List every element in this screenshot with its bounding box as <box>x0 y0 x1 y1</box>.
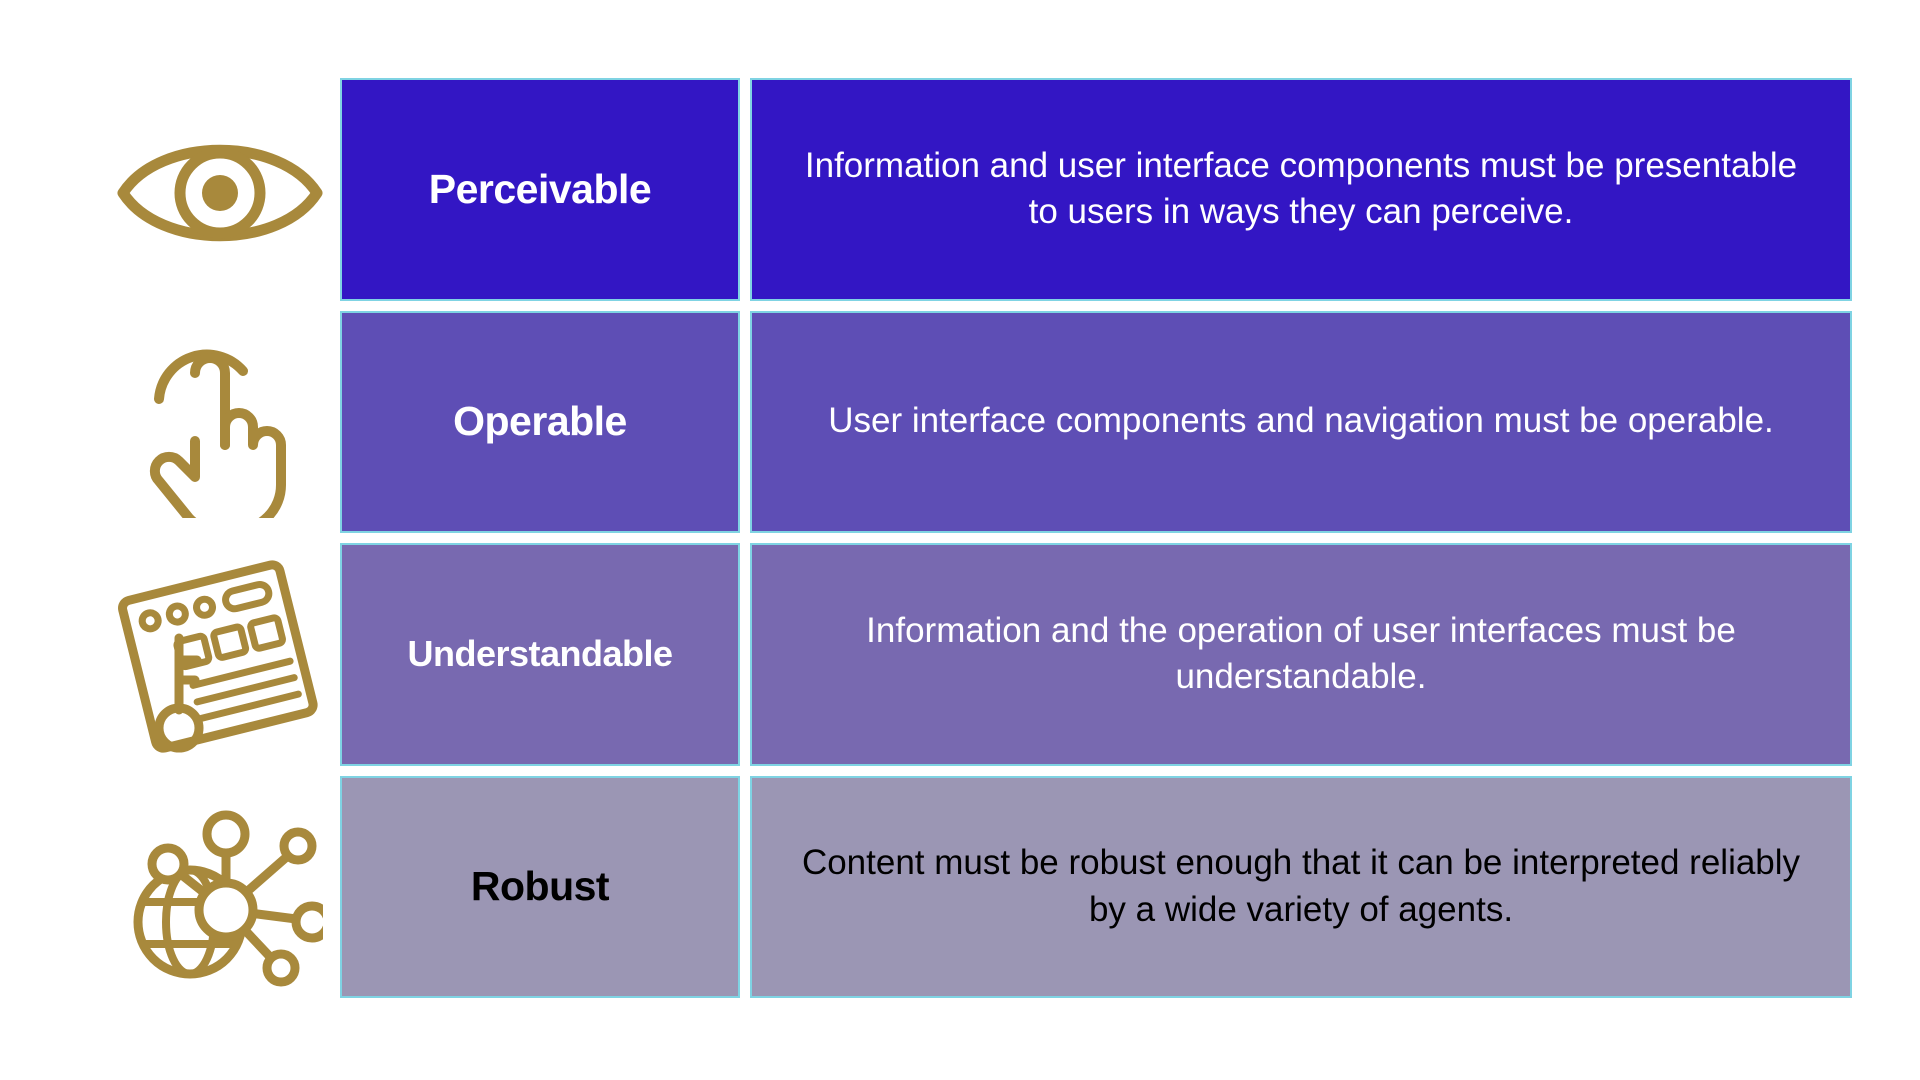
principle-label-2: Operable <box>453 398 627 445</box>
principles-table: Perceivable Information and user interfa… <box>340 78 1852 998</box>
principle-label-cell-4: Robust <box>340 775 740 998</box>
principle-label-4: Robust <box>470 863 610 910</box>
principle-label-cell-2: Operable <box>340 310 740 533</box>
principle-label-1: Perceivable <box>428 165 652 212</box>
principle-description-cell-1: Information and user interface component… <box>750 78 1852 301</box>
table-row-robust: Robust Content must be robust enough tha… <box>340 775 1852 998</box>
table-row-operable: Operable User interface components and n… <box>340 310 1852 533</box>
eye-icon-slot <box>95 78 345 308</box>
principle-description-cell-2: User interface components and navigation… <box>750 310 1852 533</box>
principle-description-2: User interface components and navigation… <box>828 401 1774 441</box>
principle-description-4: Content must be robust enough that it ca… <box>801 843 1801 929</box>
table-row-perceivable: Perceivable Information and user interfa… <box>340 78 1852 301</box>
icon-column <box>95 78 345 998</box>
principle-description-cell-4: Content must be robust enough that it ca… <box>750 775 1852 998</box>
principle-description-3: Information and the operation of user in… <box>866 610 1736 697</box>
document-key-icon <box>115 559 325 755</box>
table-row-understandable: Understandable Information and the opera… <box>340 543 1852 766</box>
pointing-hand-tap-icon <box>125 333 315 518</box>
principle-description-cell-3: Information and the operation of user in… <box>750 543 1852 766</box>
pointing-hand-tap-icon-slot <box>95 310 345 540</box>
principle-description-1: Information and user interface component… <box>804 145 1798 232</box>
principle-label-cell-3: Understandable <box>340 543 740 766</box>
eye-icon <box>115 118 325 268</box>
principle-label-3: Understandable <box>407 633 673 675</box>
principle-label-cell-1: Perceivable <box>340 78 740 301</box>
globe-network-icon-slot <box>95 774 345 1004</box>
globe-network-icon <box>118 792 323 987</box>
document-key-icon-slot <box>95 542 345 772</box>
